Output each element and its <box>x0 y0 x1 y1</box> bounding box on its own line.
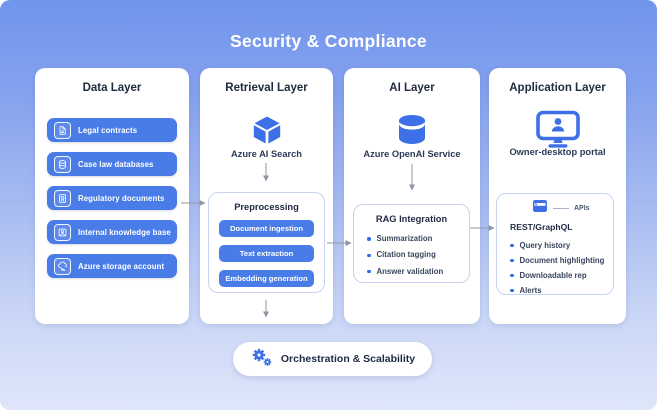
browser-window-icon <box>533 199 547 217</box>
bullet-dot-icon <box>510 258 514 263</box>
retrieval-layer-title: Retrieval Layer <box>225 82 308 94</box>
preprocessing-title: Preprocessing <box>234 202 299 212</box>
application-layer-column: Application Layer Owner-desktop portal A… <box>489 68 626 324</box>
data-item-label: Internal knowledge base <box>78 227 171 237</box>
data-item-legal-contracts: Legal contracts <box>47 118 177 142</box>
apis-label: APIs <box>574 204 590 212</box>
bullet-dot-icon <box>510 288 514 293</box>
rag-bullet: Citation tagging <box>354 247 469 263</box>
document-icon <box>54 121 71 139</box>
pipeline-step-text-extraction: Text extraction <box>219 245 314 262</box>
application-layer-title: Application Layer <box>509 82 606 94</box>
azure-openai-service-label: Azure OpenAI Service <box>363 149 461 159</box>
app-bullet: Downloadable rep <box>497 268 613 283</box>
data-item-label: Azure storage account <box>78 261 165 271</box>
person-card-icon <box>54 223 71 241</box>
bullet-dot-icon <box>367 269 371 274</box>
database-icon <box>54 155 71 173</box>
rag-integration-title: RAG Integration <box>375 214 448 224</box>
cylinder-database-icon <box>394 113 430 150</box>
pipeline-step-document-ingestion: Document ingestion <box>219 220 314 237</box>
bullet-dot-icon <box>510 273 514 278</box>
data-item-label: Legal contracts <box>78 125 138 135</box>
rest-graphql-title: REST/GraphQL <box>510 222 573 232</box>
data-item-case-law-databases: Case law databases <box>47 152 177 176</box>
pipeline-step-embedding-generation: Embedding generation <box>219 270 314 287</box>
bullet-dot-icon <box>367 253 371 258</box>
desktop-monitor-icon <box>535 110 581 155</box>
azure-ai-search-label: Azure AI Search <box>231 149 302 159</box>
page-title: Security & Compliance <box>230 31 427 51</box>
api-connector-line <box>553 207 569 209</box>
app-bullet-list: Query history Document highlighting Down… <box>497 238 613 298</box>
data-item-label: Regulatory documents <box>78 193 165 203</box>
bullet-dot-icon <box>510 243 514 248</box>
data-item-internal-knowledge-base: Internal knowledge base <box>47 220 177 244</box>
orchestration-label: Orchestration & Scalability <box>280 353 416 365</box>
certificate-icon <box>54 189 71 207</box>
data-item-azure-storage-account: Azure storage account <box>47 254 177 278</box>
owner-desktop-portal-label: Owner-desktop portal <box>509 147 606 157</box>
orchestration-pill: Orchestration & Scalability <box>233 342 432 376</box>
cloud-sync-icon <box>54 257 71 275</box>
rag-bullet: Summarization <box>354 231 469 247</box>
rag-integration-box: RAG Integration Summarization Citation t… <box>353 204 470 283</box>
data-item-label: Case law databases <box>78 159 154 169</box>
app-bullet: Document highlighting <box>497 253 613 268</box>
cube-icon <box>251 115 283 150</box>
ai-layer-title: AI Layer <box>389 82 435 94</box>
data-item-regulatory-documents: Regulatory documents <box>47 186 177 210</box>
ai-layer-column: AI Layer Azure OpenAI Service RAG Integr… <box>344 68 480 324</box>
retrieval-layer-column: Retrieval Layer Azure AI Search Preproce… <box>200 68 333 324</box>
gears-icon <box>250 347 274 372</box>
rag-bullet: Answer validation <box>354 264 469 280</box>
app-bullet: Alerts <box>497 283 613 298</box>
data-layer-items: Legal contracts Case law databases Regul… <box>47 118 177 278</box>
api-box: APIs REST/GraphQL Query history Document… <box>496 193 614 295</box>
data-layer-title: Data Layer <box>82 82 142 94</box>
data-layer-column: Data Layer Legal contracts Case law data… <box>35 68 189 324</box>
app-bullet: Query history <box>497 238 613 253</box>
preprocessing-box: Preprocessing Document ingestion Text ex… <box>208 192 325 293</box>
rag-bullet-list: Summarization Citation tagging Answer va… <box>354 231 469 280</box>
api-row: APIs <box>533 199 613 217</box>
bullet-dot-icon <box>367 237 371 241</box>
